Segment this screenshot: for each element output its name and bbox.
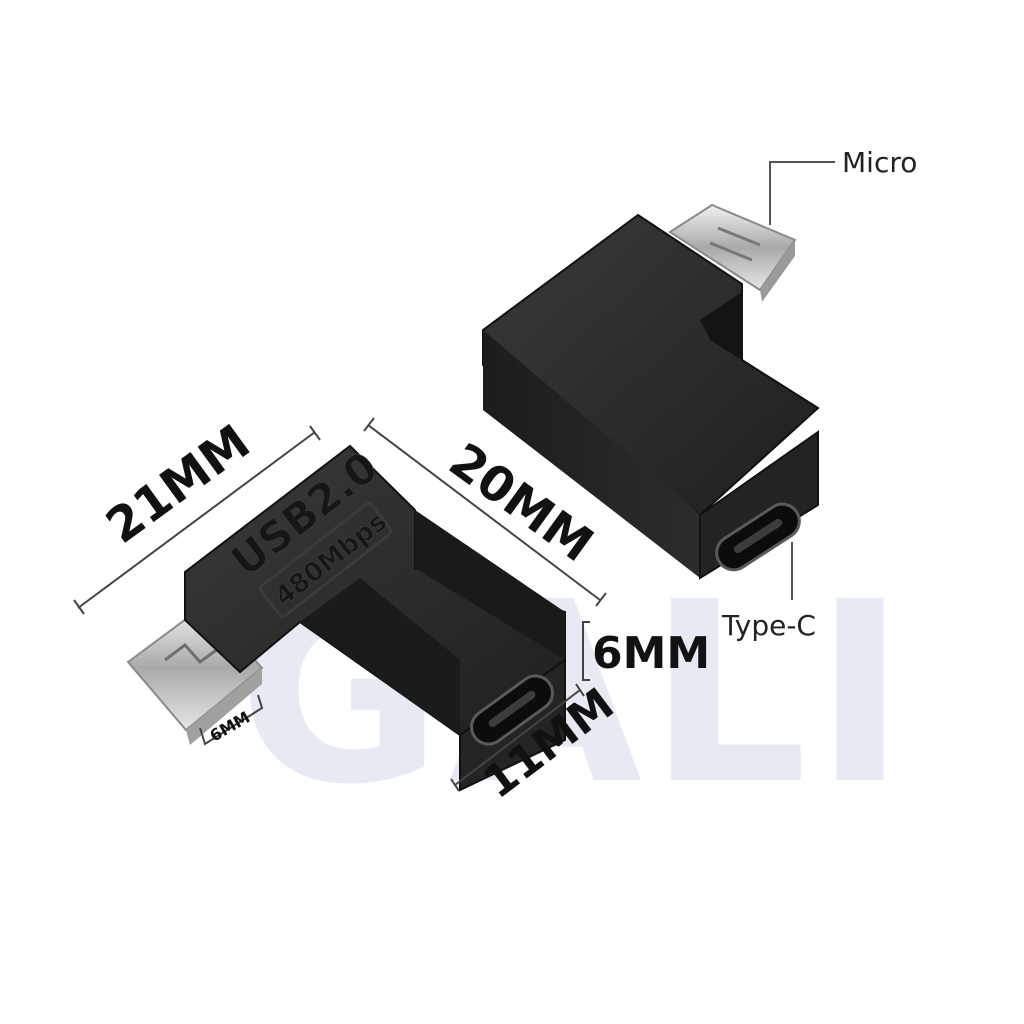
type-c-callout-label: Type-C (721, 609, 816, 642)
type-c-port-right (715, 502, 801, 572)
dimension-6mm: 6MM (582, 621, 710, 681)
dimension-6mm-label: 6MM (592, 628, 710, 679)
micro-callout-label: Micro (842, 146, 917, 179)
type-c-port-left (470, 674, 554, 746)
micro-plug (668, 203, 797, 302)
right-adapter (482, 203, 820, 580)
left-adapter: USB2.0 480Mbps (126, 442, 566, 792)
micro-callout-line (769, 161, 835, 225)
